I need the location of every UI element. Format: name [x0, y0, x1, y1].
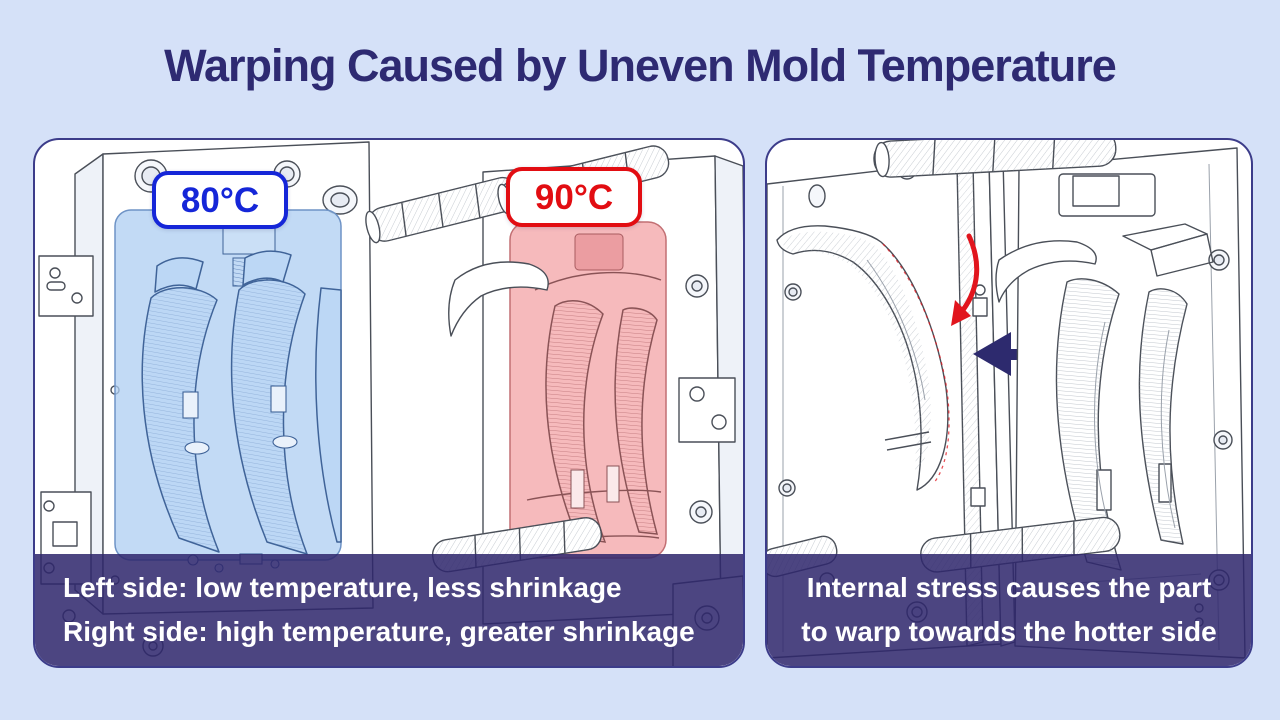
- page-title: Warping Caused by Uneven Mold Temperatur…: [164, 40, 1117, 91]
- caption-internal-stress: Internal stress causes the part to warp …: [767, 554, 1251, 666]
- open-mold-drawing: [38, 141, 743, 666]
- mold-parting-edge: [956, 157, 1016, 647]
- panel-uneven-mold-temperature: 80°C 90°C Left side: low temperature, le…: [33, 138, 745, 668]
- temp-badge-cold-label: 80°C: [180, 180, 260, 220]
- caption-line: Left side: low temperature, less shrinka…: [63, 572, 622, 603]
- panel-warping-result: Internal stress causes the part to warp …: [765, 138, 1253, 668]
- molded-part-spoon: [448, 261, 549, 337]
- caption-line: Internal stress causes the part: [806, 572, 1212, 603]
- cold-cavity-region: [114, 209, 342, 573]
- guide-pin: [873, 140, 1117, 178]
- warped-part: [776, 225, 950, 491]
- warp-arrow-icon: [951, 233, 980, 326]
- caption-line: Right side: high temperature, greater sh…: [63, 616, 695, 647]
- temp-badge-hot: 90°C: [506, 167, 642, 227]
- temp-badge-hot-label: 90°C: [534, 177, 614, 217]
- caption-line: to warp towards the hotter side: [801, 616, 1217, 647]
- temp-badge-cold: 80°C: [152, 171, 288, 229]
- original-position-dashes: [882, 243, 950, 485]
- caption-shrinkage: Left side: low temperature, less shrinka…: [35, 554, 743, 666]
